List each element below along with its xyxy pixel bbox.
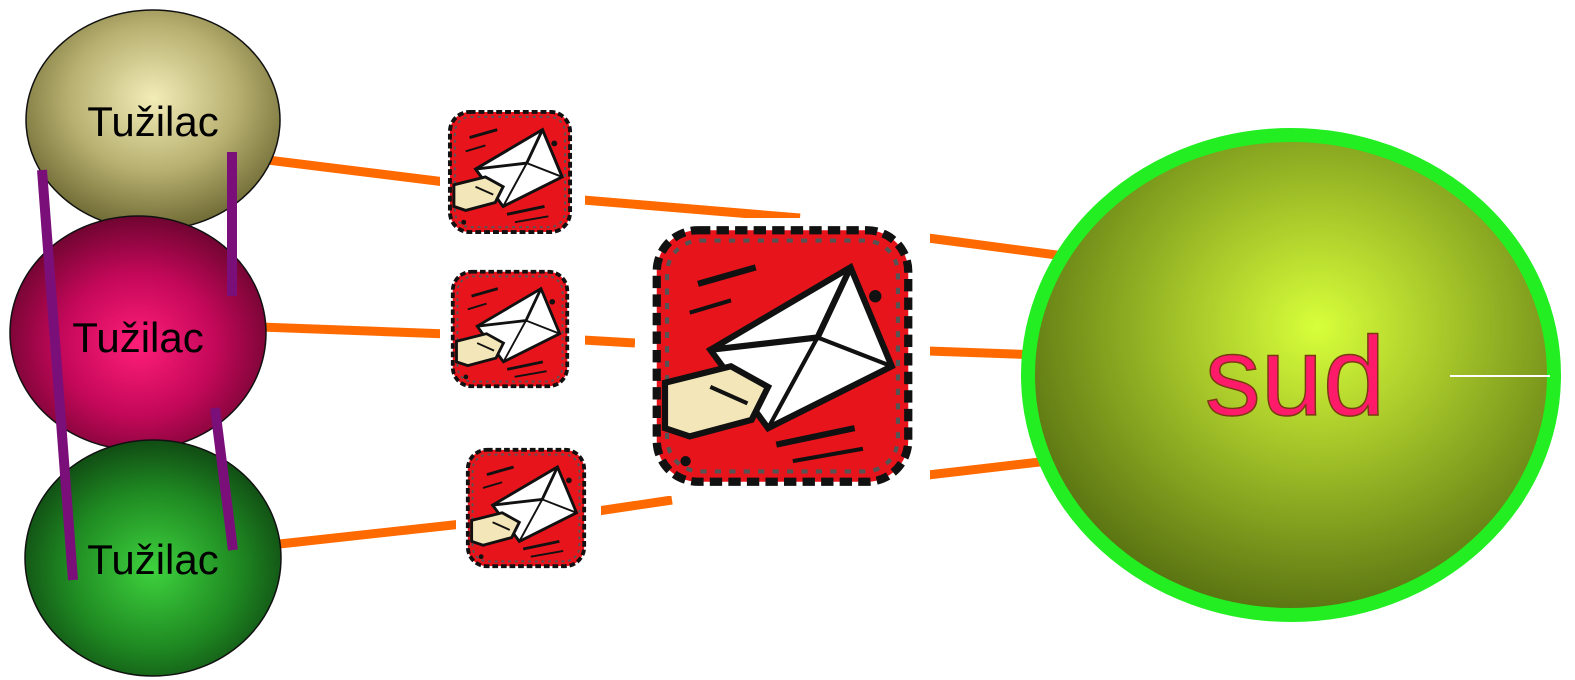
mail-icon-large-center: [635, 218, 930, 496]
plaintiff-label-middle: Tužilac: [72, 314, 203, 361]
mail-icon-small-middle: [440, 264, 585, 394]
connector-bottom-right: [598, 500, 672, 511]
court-label: sud: [1205, 314, 1386, 439]
plaintiff-label-bottom: Tužilac: [87, 536, 218, 583]
connector-top-right: [583, 200, 800, 218]
mail-icon-small-top: [440, 104, 585, 239]
connector-middle-right: [583, 340, 635, 343]
court-node: sud: [1028, 135, 1554, 615]
mail-icon-small-bottom: [456, 442, 601, 574]
plaintiff-node-top: Tužilac: [26, 10, 280, 230]
plaintiff-label-top: Tužilac: [87, 98, 218, 145]
